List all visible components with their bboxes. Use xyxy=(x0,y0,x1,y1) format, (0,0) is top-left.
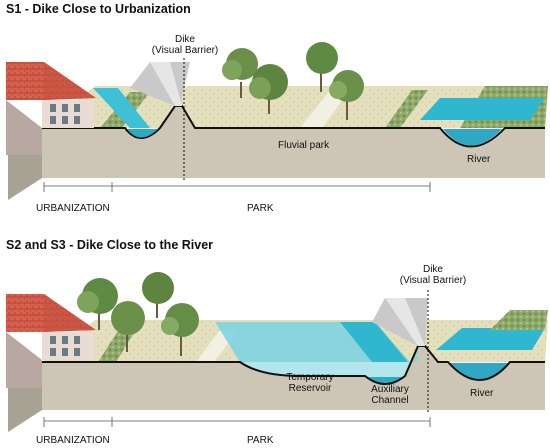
s1-house xyxy=(6,62,96,155)
s1-shrub-strip xyxy=(385,90,428,128)
s2-reservoir-label: Temporary Reservoir xyxy=(280,372,340,394)
s2-channel-line1: Auxiliary xyxy=(371,384,409,395)
s1-dike-label: Dike (Visual Barrier) xyxy=(150,34,220,56)
s1-river-label: River xyxy=(467,154,491,165)
s1-trees xyxy=(222,42,364,120)
s2-dike-label: Dike (Visual Barrier) xyxy=(398,264,468,286)
s2-reservoir-line1: Temporary xyxy=(286,372,334,383)
s2-channel-line2: Channel xyxy=(371,395,409,406)
s2-dike-label-line1: Dike xyxy=(422,264,443,275)
s2-dike-face xyxy=(385,298,425,346)
s1-front-face xyxy=(42,106,545,178)
s2-block xyxy=(6,272,548,432)
s2-dike-label-line2: (Visual Barrier) xyxy=(399,275,467,286)
s1-dike-label-line2: (Visual Barrier) xyxy=(151,45,219,56)
s2-zone-axis xyxy=(43,417,431,427)
s2-river-shrub xyxy=(490,310,548,330)
s1-block xyxy=(6,42,548,200)
s2-zone-urbanization: URBANIZATION xyxy=(36,435,110,446)
s2-title: S2 and S3 - Dike Close to the River xyxy=(6,238,214,252)
s1-river-surface xyxy=(420,98,545,120)
s2-profile-line xyxy=(42,345,545,385)
s2-river-surface xyxy=(436,328,545,350)
s2-house xyxy=(6,294,96,388)
s2-channel-label: Auxiliary Channel xyxy=(360,384,420,406)
s2-reservoir-line2: Reservoir xyxy=(288,383,332,394)
s1-canal-water xyxy=(93,88,150,128)
s1-zone-urbanization: URBANIZATION xyxy=(36,203,110,214)
s1-canal-section xyxy=(127,129,158,138)
s1-shrub-strip xyxy=(300,90,350,128)
s1-title: S1 - Dike Close to Urbanization xyxy=(6,2,191,16)
s2-auxiliary-channel-top xyxy=(340,322,408,362)
s1-dike-label-line1: Dike xyxy=(174,34,195,45)
s1-fluvial-park-label: Fluvial park xyxy=(278,140,330,151)
s2-zone-park: PARK xyxy=(247,435,274,446)
s2-river-label: River xyxy=(470,388,494,399)
s1-dike-face xyxy=(150,62,182,106)
s1-profile-line xyxy=(42,105,545,148)
s2-trees xyxy=(77,272,199,356)
s1-river-section xyxy=(443,129,502,146)
s1-zone-axis xyxy=(43,182,431,192)
s1-zone-park: PARK xyxy=(247,203,274,214)
